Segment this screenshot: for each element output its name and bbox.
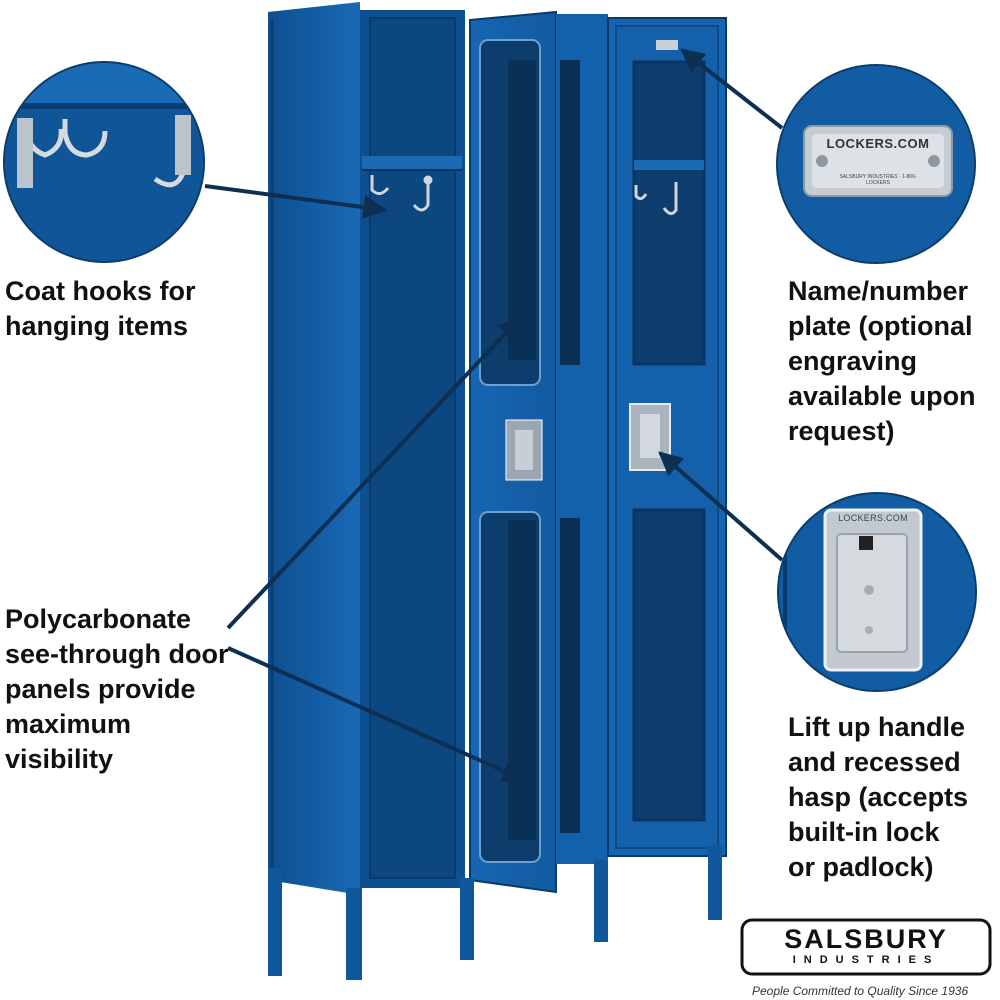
arrow-door-panel-top bbox=[226, 316, 522, 630]
locker-legs bbox=[268, 846, 722, 980]
handle-plate-brand: LOCKERS.COM bbox=[838, 513, 908, 523]
locker-side-panel bbox=[268, 2, 360, 895]
name-plate-brand: LOCKERS.COM bbox=[826, 136, 930, 151]
polycarbonate-caption: Polycarbonate see-through door panels pr… bbox=[5, 604, 229, 774]
logo-name: SALSBURY bbox=[784, 924, 948, 954]
right-locker bbox=[607, 17, 727, 857]
coat-hooks-caption: Coat hooks for hanging items bbox=[5, 276, 196, 341]
name-plate-zoom: LOCKERS.COM SALSBURY INDUSTRIES · 1-800-… bbox=[778, 66, 974, 262]
coat-hook-icon bbox=[5, 63, 203, 261]
salsbury-logo: SALSBURY INDUSTRIES bbox=[740, 918, 992, 976]
name-plate-caption: Name/number plate (optional engraving av… bbox=[788, 276, 976, 446]
arrow-name-plate bbox=[680, 48, 784, 130]
name-plate-icon bbox=[778, 66, 974, 262]
handle-caption: Lift up handle and recessed hasp (accept… bbox=[788, 712, 969, 882]
logo-sub: INDUSTRIES bbox=[792, 954, 940, 966]
arrow-coat-hooks bbox=[204, 184, 388, 220]
middle-locker bbox=[556, 14, 608, 864]
handle-zoom: LOCKERS.COM bbox=[779, 494, 975, 690]
open-locker-interior bbox=[360, 10, 465, 888]
name-plate-small-text: SALSBURY INDUSTRIES · 1-800-LOCKERS bbox=[839, 174, 917, 186]
open-door bbox=[469, 10, 557, 894]
arrow-handle bbox=[658, 451, 784, 562]
arrow-door-panel-bottom bbox=[227, 646, 527, 783]
coat-hooks bbox=[370, 175, 433, 212]
logo-badge bbox=[740, 918, 992, 976]
handle-icon bbox=[779, 494, 975, 690]
logo-tagline: People Committed to Quality Since 1936 bbox=[752, 984, 969, 998]
coat-hooks-zoom bbox=[5, 63, 203, 261]
